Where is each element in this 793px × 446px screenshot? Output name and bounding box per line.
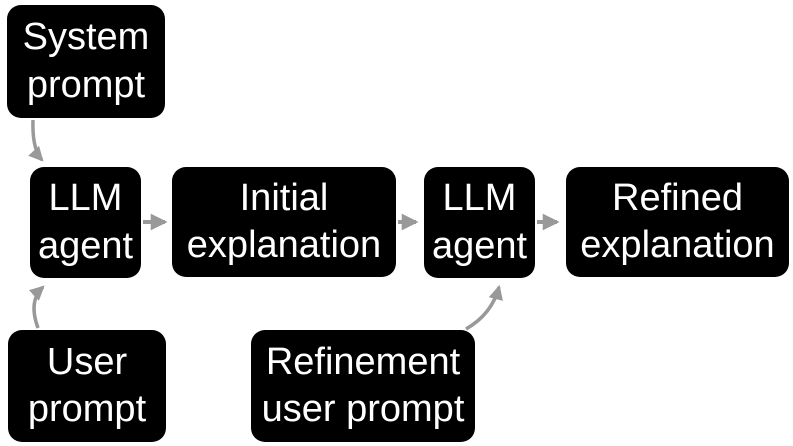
node-refined-explanation: Refined explanation xyxy=(566,167,789,277)
node-user-prompt: User prompt xyxy=(8,330,166,442)
arrow-user-prompt-to-llm-agent-1 xyxy=(28,285,45,329)
node-initial-explanation-label: Initial explanation xyxy=(186,176,382,267)
node-llm-agent-2-label: LLM agent xyxy=(431,177,528,267)
node-user-prompt-label: User prompt xyxy=(27,340,147,431)
node-system-prompt-label: System prompt xyxy=(22,16,150,106)
node-refined-explanation-label: Refined explanation xyxy=(580,176,775,267)
arrow-refinement-user-prompt-to-llm-agent-2 xyxy=(465,284,503,331)
node-llm-agent-1: LLM agent xyxy=(30,167,141,278)
node-refinement-user-prompt: Refinement user prompt xyxy=(251,330,475,442)
node-llm-agent-2: LLM agent xyxy=(424,167,535,278)
arrow-system-prompt-to-llm-agent-1 xyxy=(28,119,44,162)
node-initial-explanation: Initial explanation xyxy=(172,167,396,277)
node-system-prompt: System prompt xyxy=(7,5,165,118)
node-llm-agent-1-label: LLM agent xyxy=(37,177,134,267)
node-refinement-user-prompt-label: Refinement user prompt xyxy=(261,340,465,431)
